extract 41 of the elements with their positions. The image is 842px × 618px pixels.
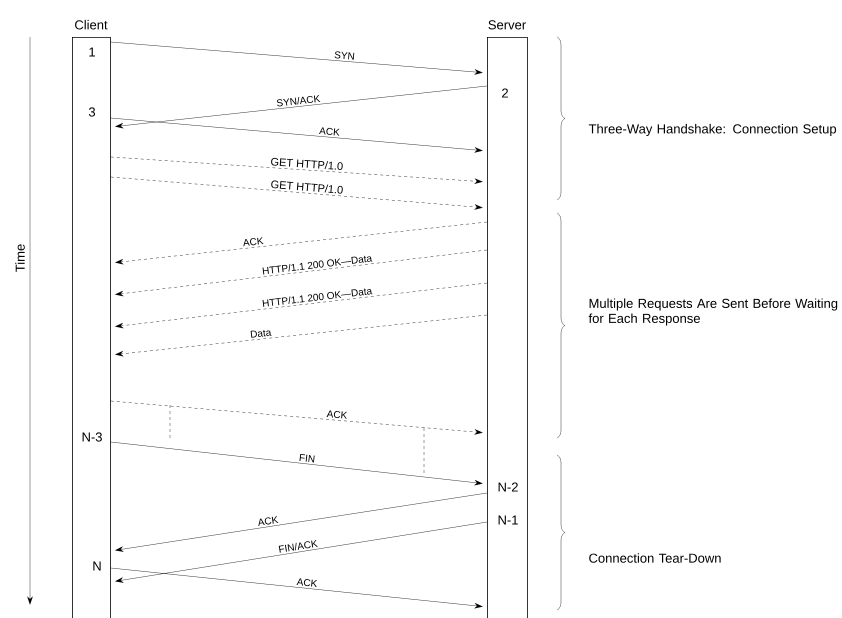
edge-label: FIN/ACK <box>278 540 318 553</box>
step-number: 3 <box>88 107 96 117</box>
message-arrow <box>115 314 488 356</box>
edge-label: GET HTTP/1.0 <box>271 180 343 194</box>
edge-label: SYN <box>334 51 354 60</box>
node-label: Client <box>75 20 108 30</box>
message-arrow <box>110 442 483 486</box>
message-arrow <box>110 156 483 184</box>
edge-label: ACK <box>296 578 318 588</box>
edge-label: Data <box>250 330 272 338</box>
message-arrow <box>115 222 488 264</box>
edge-label: HTTP/1.1 200 OK—Data <box>262 256 372 274</box>
edge-label: ACK <box>258 516 278 526</box>
message-arrow <box>115 250 488 296</box>
edge-label: SYN/ACK <box>277 95 320 106</box>
edge-label: ACK <box>243 237 264 246</box>
step-number: N-3 <box>82 432 102 442</box>
step-number: 1 <box>89 48 95 56</box>
phase-label: Three-Way Handshake: Connection Setup <box>588 124 836 136</box>
node-label: Server <box>488 20 526 30</box>
step-number: N-2 <box>498 482 518 492</box>
step-number: N <box>93 562 101 570</box>
message-arrow <box>115 522 488 583</box>
message-arrow <box>115 492 488 552</box>
message-arrow <box>110 400 483 435</box>
message-arrow <box>110 176 483 210</box>
step-number: 2 <box>502 88 508 98</box>
edge-label: ACK <box>318 127 340 136</box>
phase-label: Multiple Requests Are Sent Before Waiting for Each Response <box>588 298 838 326</box>
edge-label: ACK <box>326 410 348 419</box>
message-arrow <box>115 86 488 128</box>
edge-label: GET HTTP/1.0 <box>271 158 343 170</box>
message-arrow <box>110 42 483 75</box>
phase-label: Connection Tear-Down <box>589 553 721 563</box>
step-number: N-1 <box>498 516 518 524</box>
message-arrow <box>115 282 488 328</box>
axis-label: Time <box>15 244 25 272</box>
message-arrow <box>110 118 483 153</box>
edge-label: FIN <box>299 454 315 462</box>
edge-label: HTTP/1.1 200 OK—Data <box>262 288 372 307</box>
message-arrow <box>110 568 483 608</box>
